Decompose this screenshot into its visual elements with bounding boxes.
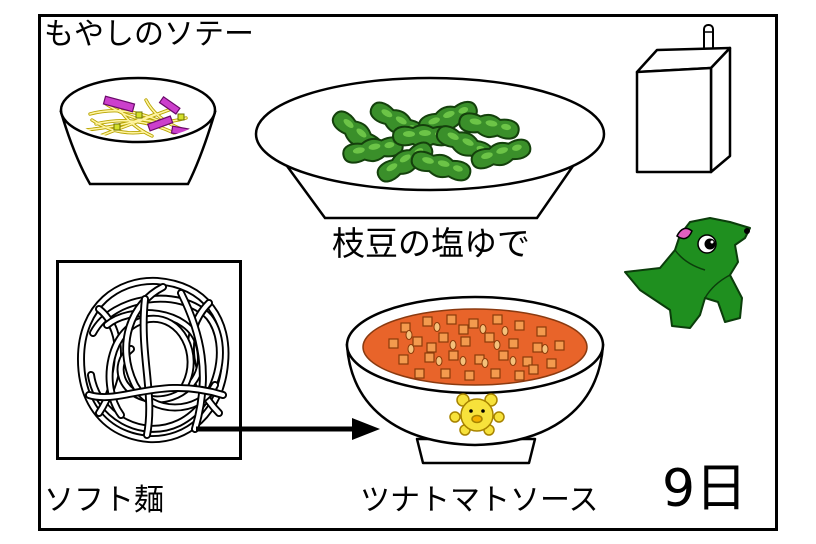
carton-front <box>635 66 713 174</box>
tuna-tomato-sauce-label: ツナトマトソース <box>360 483 599 518</box>
milk-carton-icon <box>635 24 732 174</box>
arrow-right-icon <box>196 418 380 440</box>
beans <box>405 322 549 368</box>
tomato-sauce-bowl-icon <box>345 295 605 465</box>
tuna-dice <box>388 314 565 381</box>
dog-body <box>624 217 751 329</box>
bean-sprout-saute-bowl-icon <box>59 76 217 186</box>
soft-noodles-label: ソフト麺 <box>44 483 164 518</box>
yellow-bear-badge-icon <box>449 393 505 436</box>
dog-ear <box>676 227 693 240</box>
edamame-label: 枝豆の塩ゆで <box>332 224 530 263</box>
date-label: 9日 <box>662 459 748 519</box>
soft-noodles-icon <box>77 276 230 444</box>
carton-side <box>709 46 732 174</box>
bean-sprout-salad <box>84 95 196 138</box>
moyashi-saute-label: もやしのソテー <box>44 17 254 52</box>
menu-card-frame <box>38 14 778 531</box>
green-dog-mascot-icon <box>624 217 751 329</box>
edamame-plate-icon <box>254 76 606 220</box>
dog-nose <box>744 228 750 234</box>
